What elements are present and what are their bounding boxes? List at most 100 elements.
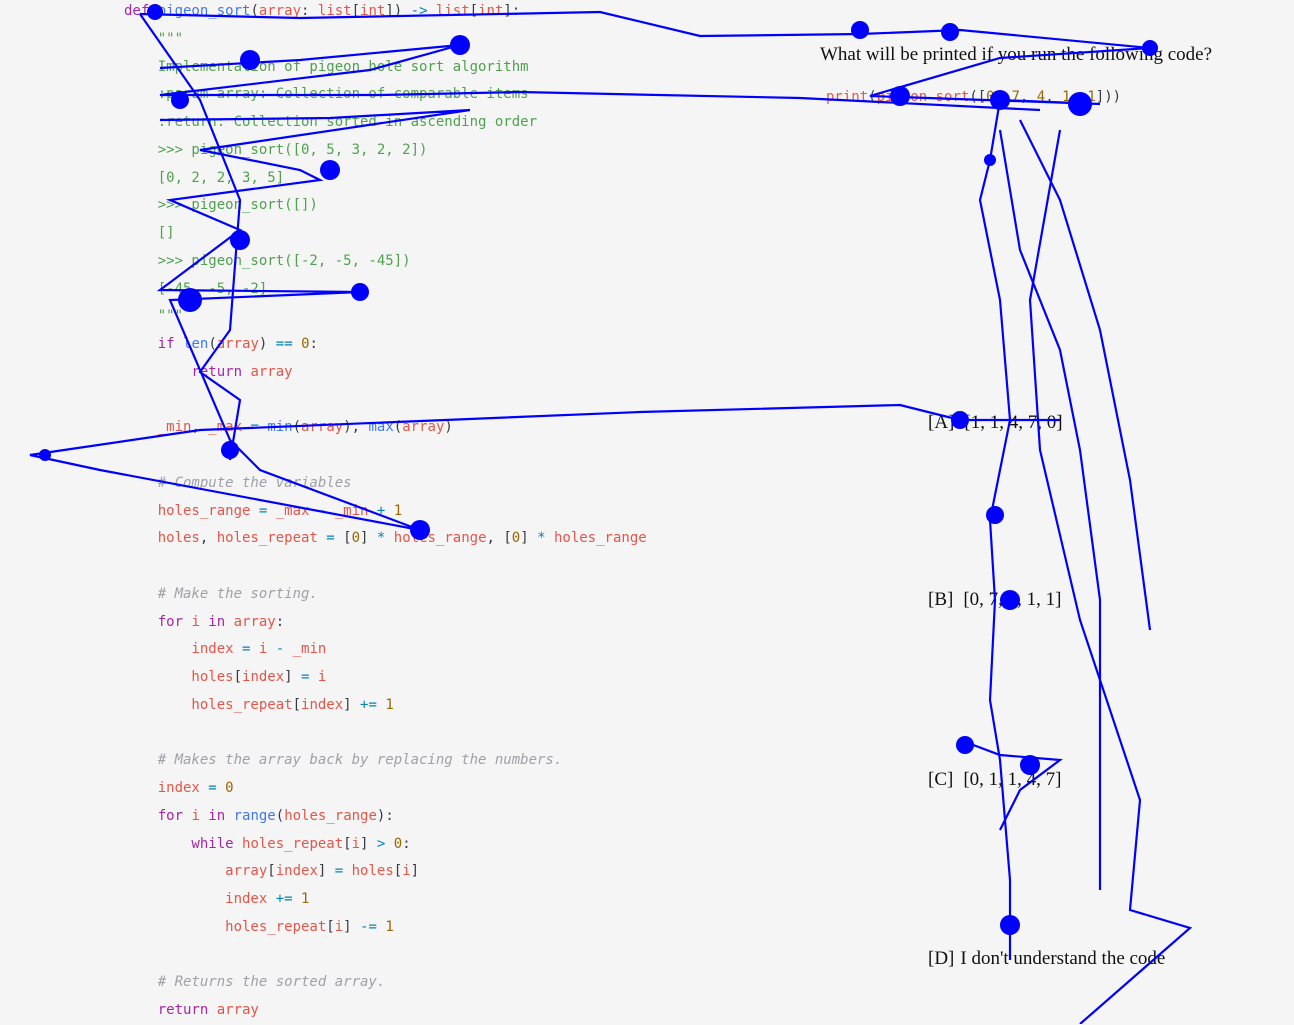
code-token: ,: [1019, 89, 1037, 105]
code-token: :return: Collection sorted in ascending …: [124, 114, 538, 130]
code-token: array: [250, 363, 293, 380]
code-token: _min: [334, 502, 369, 519]
code-token: =: [317, 530, 344, 547]
code-token: 0: [225, 780, 234, 796]
option-d[interactable]: [D]I don't understand the code: [928, 948, 1175, 970]
code-token: _min: [292, 641, 327, 658]
code-token: (: [208, 336, 217, 352]
code-line: for i in array:: [124, 609, 647, 637]
code-token: list: [317, 3, 352, 19]
option-a[interactable]: [A][1, 1, 4, 7, 0]: [928, 412, 1073, 434]
code-token: """: [124, 308, 184, 325]
code-token: holes_repeat: [124, 696, 293, 713]
option-text: [0, 7, 4, 1, 1]: [963, 589, 1062, 610]
code-line: holes, holes_repeat = [0] * holes_range,…: [124, 525, 647, 553]
code-token: while: [124, 835, 243, 852]
code-token: ]: [520, 530, 538, 547]
code-token: i: [317, 669, 327, 685]
code-token: # Make the sorting.: [124, 585, 318, 602]
code-line: [-45, -5, -2]: [124, 276, 647, 304]
code-token: 1: [385, 918, 394, 935]
code-token: >>> pigeon_sort([-2, -5, -45]): [124, 252, 411, 269]
code-line: holes_repeat[index] += 1: [124, 692, 647, 720]
code-token: index: [301, 696, 344, 713]
print-statement: print(pigeon_sort([0, 7, 4, 1, 1])): [826, 89, 1121, 105]
code-token: [: [343, 530, 352, 547]
code-token: if: [124, 336, 184, 352]
code-token: array: [216, 336, 259, 352]
code-token: (: [868, 89, 877, 105]
code-token: array: [258, 3, 302, 19]
code-token: array: [301, 419, 344, 436]
code-line: while holes_repeat[i] > 0:: [124, 831, 647, 859]
code-token: return: [124, 363, 251, 380]
code-token: -=: [360, 918, 377, 935]
code-token: # Compute the variables: [124, 474, 352, 491]
code-token: ]: [343, 918, 361, 935]
code-token: holes_range: [284, 807, 377, 824]
code-token: holes_repeat: [216, 530, 318, 547]
code-token: ),: [343, 419, 369, 436]
code-line: [124, 387, 647, 415]
code-token: 0: [393, 835, 403, 852]
code-token: [: [267, 863, 276, 880]
code-line: :param array: Collection of comparable i…: [124, 81, 647, 109]
code-token: i: [191, 807, 200, 824]
code-token: =: [250, 502, 276, 519]
code-token: :: [309, 336, 318, 352]
code-line: # Compute the variables: [124, 470, 647, 498]
code-token: array: [124, 863, 268, 880]
code-line: def pigeon_sort(array: list[int]) -> lis…: [124, 0, 647, 26]
code-token: 0: [511, 530, 521, 547]
code-token: ->: [410, 3, 428, 19]
code-line: if len(array) == 0:: [124, 331, 647, 359]
code-token: :param array: Collection of comparable i…: [124, 86, 529, 103]
code-token: ([: [969, 89, 987, 105]
code-token: =: [199, 780, 226, 796]
code-token: index: [242, 669, 285, 685]
code-token: ]: [284, 669, 302, 685]
code-token: list: [435, 3, 470, 19]
code-token: int: [360, 3, 386, 19]
code-token: 1: [1087, 89, 1096, 105]
code-line: holes_repeat[i] -= 1: [124, 914, 647, 942]
code-token: holes_range: [124, 502, 251, 519]
code-line: >>> pigeon_sort([]): [124, 192, 647, 220]
code-token: holes_range: [393, 530, 487, 547]
code-token: 7: [1011, 89, 1020, 105]
code-line: [124, 942, 647, 970]
code-token: index: [124, 641, 234, 658]
code-token: =: [334, 863, 344, 880]
code-token: [309, 669, 317, 685]
code-token: (: [393, 419, 403, 436]
code-token: i: [191, 613, 200, 630]
code-token: ):: [376, 807, 394, 824]
code-token: max: [368, 419, 394, 436]
code-token: [: [292, 696, 302, 713]
code-token: pigeon_sort: [876, 89, 970, 105]
code-token: for: [124, 807, 192, 824]
code-token: in: [199, 807, 234, 824]
code-token: ]: [317, 863, 335, 880]
code-token: # Makes the array back by replacing the …: [124, 752, 563, 769]
code-token: ]: [360, 835, 377, 852]
code-line: # Returns the sorted array.: [124, 969, 647, 997]
code-token: 1: [393, 502, 403, 519]
code-token: [385, 530, 393, 546]
code-token: i: [402, 863, 411, 880]
code-token: +=: [267, 891, 302, 907]
option-b[interactable]: [B][0, 7, 4, 1, 1]: [928, 589, 1071, 611]
code-token: ]:: [503, 3, 521, 19]
option-c[interactable]: [C][0, 1, 1, 4, 7]: [928, 769, 1071, 791]
code-token: [: [351, 3, 361, 19]
option-text: [0, 1, 1, 4, 7]: [963, 769, 1062, 790]
code-token: range: [233, 807, 276, 824]
code-line: Implementation of pigeon hole sort algor…: [124, 54, 647, 82]
code-token: +=: [360, 696, 377, 713]
code-token: ,: [191, 419, 209, 436]
code-token: 1: [385, 696, 394, 713]
code-token: holes: [124, 669, 234, 685]
code-token: min: [267, 419, 293, 436]
code-token: holes_repeat: [242, 835, 344, 852]
code-token: ,: [1070, 89, 1088, 105]
